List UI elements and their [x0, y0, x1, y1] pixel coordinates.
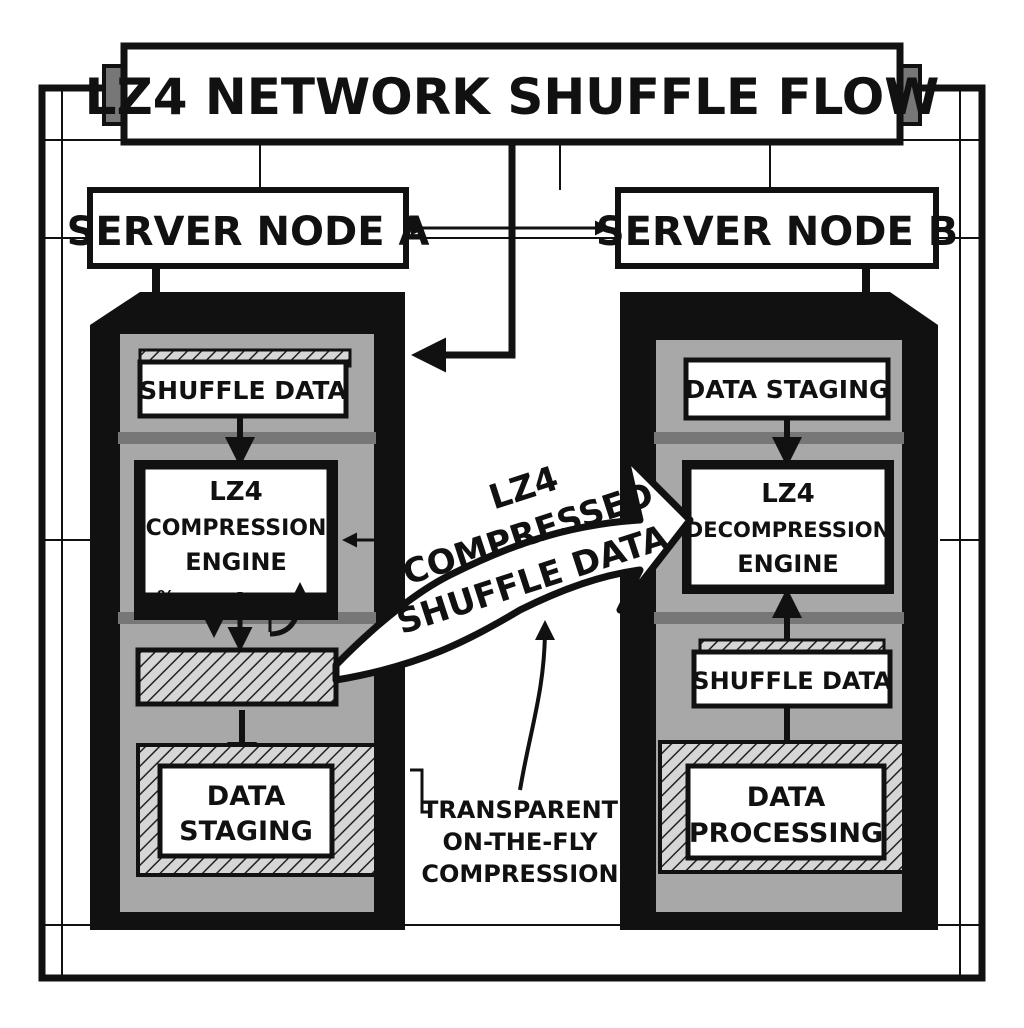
node-b-processing-line1: DATA: [747, 782, 826, 813]
node-a-engine-line1: LZ4: [209, 477, 263, 507]
node-a-staging-line2: STAGING: [179, 816, 313, 847]
node-a-engine-glyph: %: [157, 587, 175, 608]
node-a-shuffle-data: SHUFFLE DATA: [139, 376, 347, 405]
node-b-engine-line3: ENGINE: [737, 550, 839, 578]
node-a-engine-line3: ENGINE: [185, 548, 287, 576]
node-a-engine-line2: COMPRESSION: [146, 516, 327, 541]
annotation-line2: ON-THE-FLY: [442, 828, 598, 856]
title-connector: [411, 142, 516, 373]
annotation: TRANSPARENT ON-THE-FLY COMPRESSION: [410, 620, 619, 888]
node-b-label: SERVER NODE B: [596, 209, 958, 255]
node-b-label-box: SERVER NODE B: [596, 187, 958, 269]
node-b-shuffle-data: SHUFFLE DATA: [692, 667, 892, 695]
node-a-staging-line1: DATA: [207, 781, 286, 812]
node-a-label: SERVER NODE A: [67, 209, 430, 255]
annotation-line3: COMPRESSION: [421, 860, 618, 888]
node-b-engine-line2: DECOMPRESSION: [686, 518, 890, 542]
server-a-rack: SHUFFLE DATA LZ4 COMPRESSION ENGINE % DA…: [90, 292, 405, 930]
node-a-label-box: SERVER NODE A: [67, 187, 430, 269]
annotation-line1: TRANSPARENT: [422, 796, 619, 824]
node-b-engine-line1: LZ4: [761, 479, 815, 509]
server-b-rack: DATA STAGING LZ4 DECOMPRESSION ENGINE SH…: [620, 292, 938, 930]
title-banner: LZ4 NETWORK SHUFFLE FLOW: [85, 42, 940, 146]
diagram-title: LZ4 NETWORK SHUFFLE FLOW: [85, 68, 940, 126]
node-b-data-staging: DATA STAGING: [684, 375, 889, 404]
node-b-processing-line2: PROCESSING: [689, 818, 883, 849]
